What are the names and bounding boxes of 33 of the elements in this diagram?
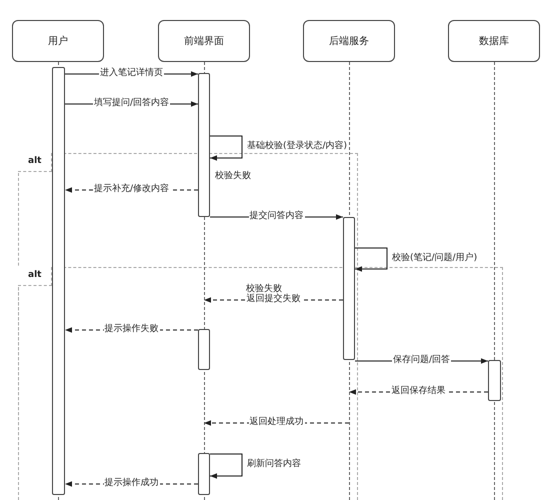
lifeline: [204, 62, 205, 500]
message-label: 填写提问/回答内容: [93, 98, 170, 109]
fragment-label: alt: [18, 153, 52, 172]
message-label: 基础校验(登录状态/内容): [246, 141, 348, 152]
fragment-label: alt: [18, 267, 52, 286]
message-label: 刷新问答内容: [246, 459, 302, 470]
message-label: 提示操作失败: [104, 324, 160, 335]
message-label: 返回处理成功: [248, 417, 304, 428]
participant-box: 数据库: [448, 20, 540, 62]
message-label: 返回提交失败: [246, 294, 302, 305]
message-arrow: [354, 248, 388, 272]
activation-bar: [343, 217, 355, 360]
activation-bar: [198, 453, 210, 495]
activation-bar: [198, 329, 210, 370]
message-arrow: [210, 454, 242, 479]
message-label: 进入笔记详情页: [99, 68, 164, 79]
message-label: 返回保存结果: [390, 386, 446, 397]
message-label: 提示补充/修改内容: [93, 184, 170, 195]
activation-bar: [198, 73, 210, 217]
participant-box: 后端服务: [303, 20, 395, 62]
message-arrow: [210, 136, 242, 161]
guard-condition: 校验失败: [214, 171, 252, 182]
message-label: 保存问题/回答: [392, 355, 452, 366]
message-label: 提交问答内容: [248, 211, 304, 222]
guard-condition: 校验失败: [245, 284, 283, 295]
activation-bar: [488, 360, 501, 401]
activation-bar: [52, 67, 65, 495]
lifeline: [494, 62, 495, 500]
lifeline: [349, 62, 350, 500]
participant-box: 前端界面: [158, 20, 250, 62]
message-label: 校验(笔记/问题/用户): [391, 252, 478, 264]
participant-box: 用户: [12, 20, 104, 62]
message-label: 提示操作成功: [104, 478, 160, 489]
